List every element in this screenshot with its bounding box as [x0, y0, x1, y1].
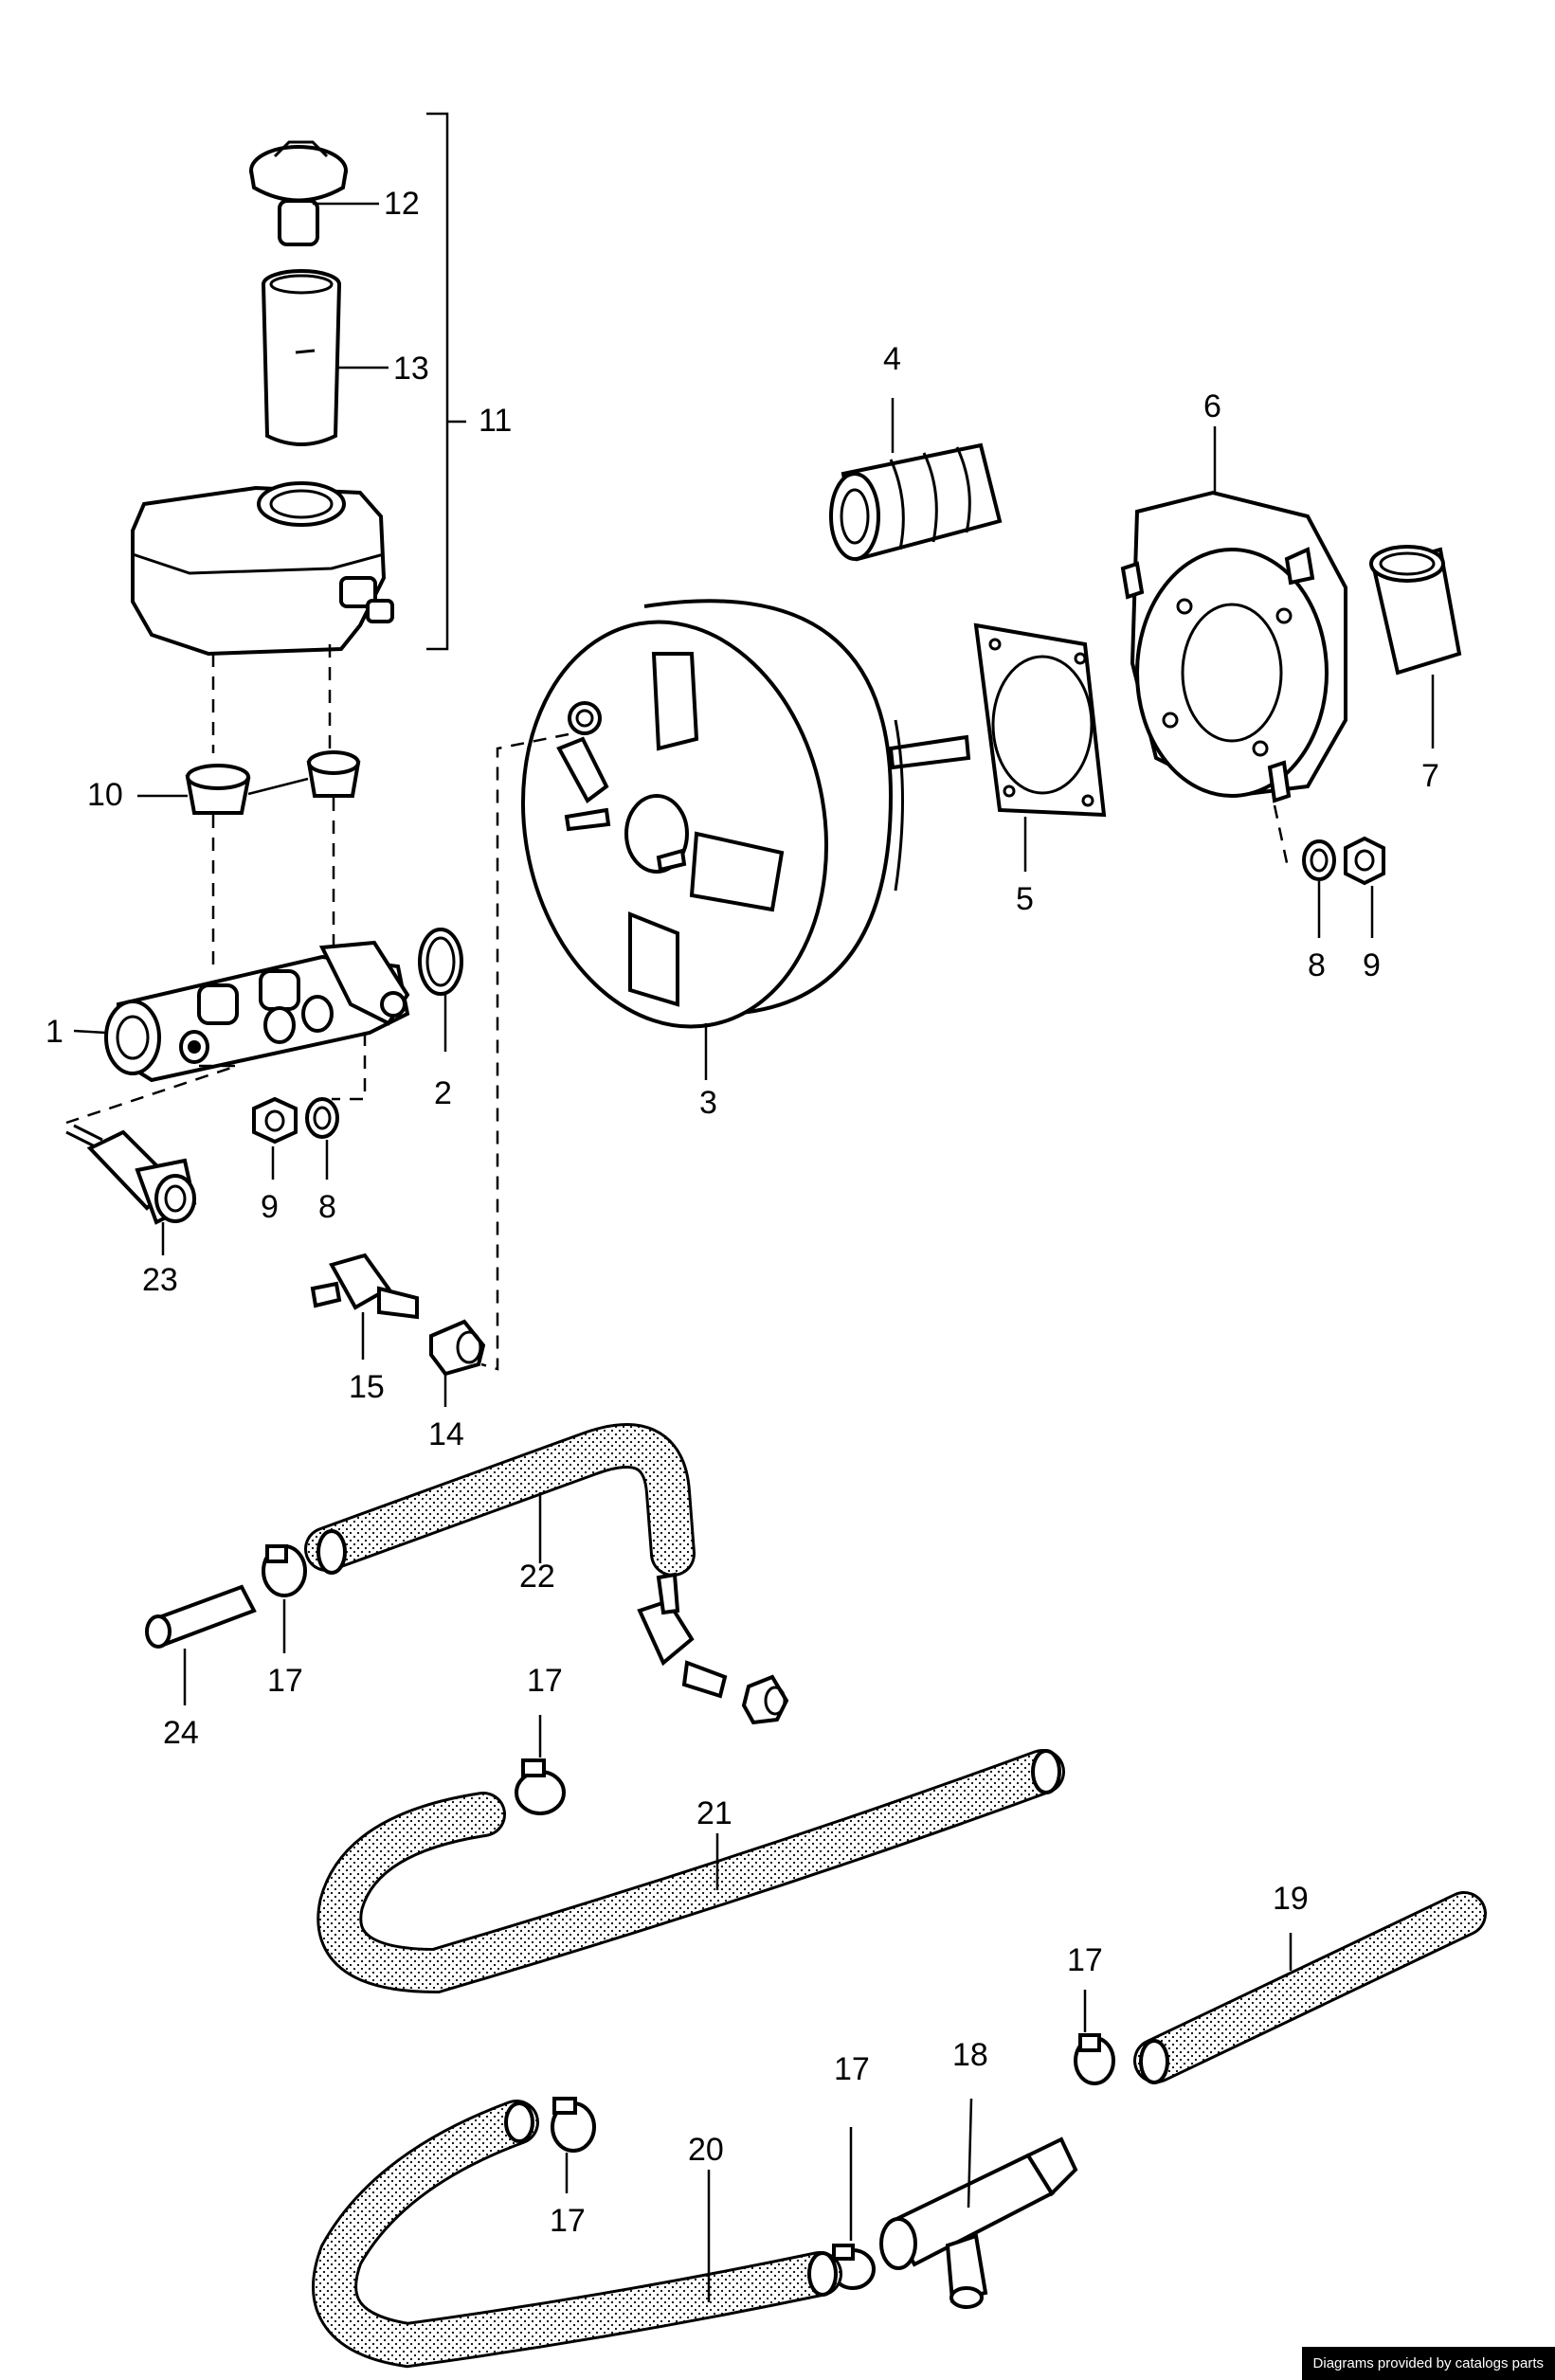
fluid-reservoir [131, 481, 394, 657]
nut-and-washer-left [252, 1096, 339, 1145]
callout-5: 5 [1016, 881, 1034, 917]
callout-18: 18 [952, 2037, 988, 2073]
gasket [973, 622, 1107, 818]
vacuum-grommet [429, 1319, 486, 1377]
callout-23: 23 [142, 1262, 178, 1298]
callout-17-d: 17 [1067, 1942, 1103, 1978]
vacuum-hose-21 [316, 1749, 1065, 1994]
tee-fitting [879, 2137, 1078, 2309]
check-valve [310, 1253, 419, 1320]
callout-20: 20 [688, 2132, 724, 2168]
hose-clamp [515, 1758, 566, 1815]
callout-17-b: 17 [527, 1663, 563, 1699]
callout-9-right: 9 [1363, 947, 1381, 983]
brake-booster [520, 599, 971, 1029]
connector-pipe [145, 1584, 257, 1649]
callout-14: 14 [428, 1416, 464, 1452]
hose-clamp [1074, 2033, 1115, 2085]
callout-12: 12 [384, 186, 420, 222]
callout-10: 10 [87, 777, 123, 813]
callout-3: 3 [699, 1085, 717, 1121]
pressure-sensor [65, 1124, 197, 1225]
callout-2: 2 [434, 1075, 452, 1111]
credit-banner: Diagrams provided by catalogs parts [1301, 2347, 1555, 2380]
callout-15: 15 [349, 1369, 385, 1405]
vacuum-hose-19 [1133, 1891, 1487, 2084]
master-cylinder [104, 940, 410, 1083]
bushing-sleeve [1369, 545, 1462, 676]
assembly-bracket [426, 112, 449, 651]
callout-8-left: 8 [318, 1189, 336, 1225]
callout-24: 24 [163, 1715, 199, 1751]
pushrod-boot [829, 442, 1003, 562]
mounting-bracket [1120, 490, 1347, 803]
callout-11: 11 [479, 403, 512, 439]
vacuum-hose-22 [304, 1423, 696, 1577]
callout-17-a: 17 [267, 1663, 303, 1699]
reservoir-cap [249, 140, 348, 246]
callout-21: 21 [696, 1795, 732, 1831]
callout-7: 7 [1421, 758, 1439, 794]
hose-clamp [551, 2097, 596, 2153]
grommets [185, 750, 361, 815]
callout-22: 22 [519, 1559, 555, 1595]
callout-19: 19 [1273, 1881, 1309, 1917]
callout-9-left: 9 [261, 1189, 279, 1225]
callout-17-e: 17 [550, 2203, 586, 2239]
callout-8-right: 8 [1308, 947, 1326, 983]
tee-check-valve [637, 1572, 789, 1725]
callout-17-c: 17 [834, 2051, 870, 2087]
reservoir-strainer [262, 269, 341, 446]
vacuum-hose-20 [312, 2100, 842, 2369]
callout-1: 1 [45, 1014, 63, 1050]
callout-4: 4 [883, 341, 901, 377]
callout-labels: 1 2 3 4 5 6 7 8 8 9 9 10 11 12 13 14 15 … [45, 186, 1439, 2239]
callout-6: 6 [1203, 388, 1221, 424]
callout-13: 13 [393, 351, 429, 387]
hose-clamp [262, 1544, 307, 1597]
nut-and-washer-right [1302, 836, 1385, 886]
